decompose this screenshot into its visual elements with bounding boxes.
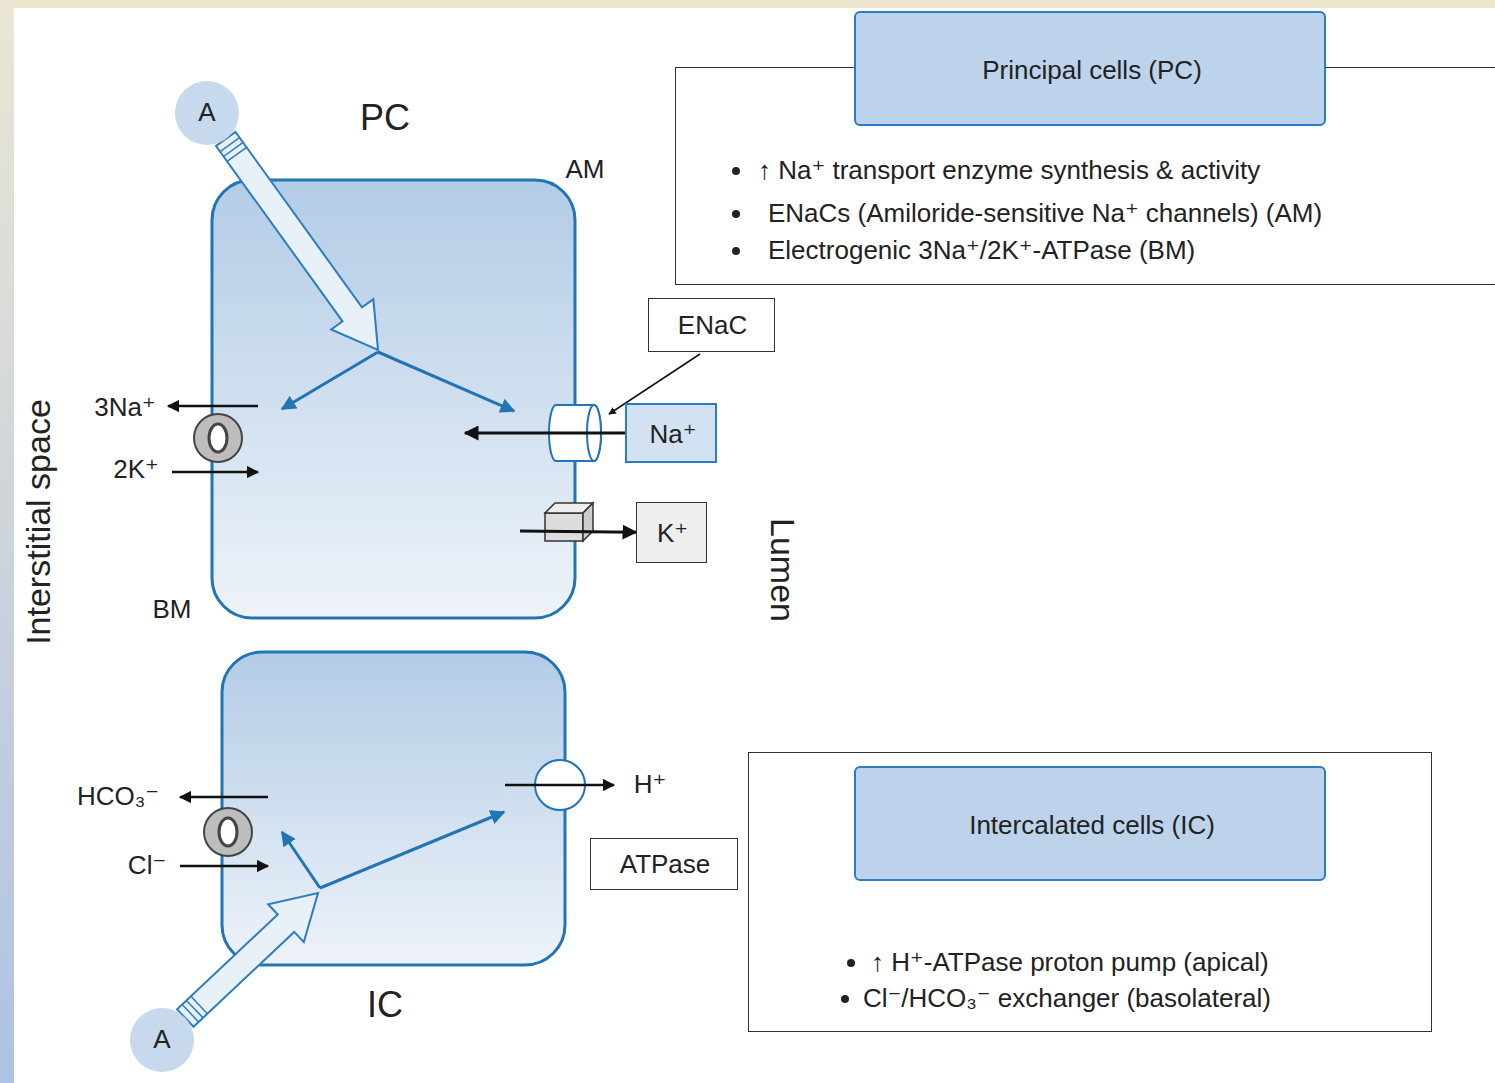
bullet-dot <box>732 167 740 175</box>
ion-label: BM <box>153 594 192 625</box>
ion-flow-arrow <box>180 865 268 868</box>
pump-symbol <box>209 424 227 452</box>
box-label: ENaC <box>678 310 747 341</box>
arrow-tail-stripe <box>191 996 207 1013</box>
bullet-text: Electrogenic 3Na⁺/2K⁺-ATPase (BM) <box>768 235 1195 266</box>
bullet-dot <box>841 995 849 1003</box>
bullet-text: ↑ H⁺-ATPase proton pump (apical) <box>871 947 1269 978</box>
ion-flow-arrow <box>180 796 268 799</box>
exchanger-symbol <box>204 808 252 856</box>
hollow-arrow <box>216 132 378 350</box>
hormone-action-arrow <box>216 132 378 350</box>
channel-symbol <box>545 513 583 541</box>
arrow-tail-stripe <box>187 1000 203 1017</box>
box-label: IC <box>367 983 403 1026</box>
hormone-action-arrow <box>177 893 318 1027</box>
principal-cell: PC <box>212 180 575 618</box>
signal-arrow <box>378 352 514 411</box>
box-label: A <box>198 97 215 128</box>
ion-label: H⁺ <box>634 769 667 800</box>
ion-flow-arrow <box>465 433 625 434</box>
bullet-dot <box>732 247 740 255</box>
ion-flow-arrow <box>505 784 614 787</box>
side-strip <box>0 0 14 1083</box>
hollow-arrow <box>177 893 318 1027</box>
panel-heading: Intercalated cells (IC) <box>854 766 1326 881</box>
box-label: K⁺ <box>657 518 688 549</box>
ion-label: Cl⁻ <box>128 850 166 881</box>
box-label: Na⁺ <box>650 419 697 450</box>
ion-label: HCO₃⁻ <box>77 781 159 812</box>
box-label: A <box>153 1024 170 1055</box>
arrow-tail-stripe <box>224 142 243 156</box>
ion-label: 3Na⁺ <box>94 392 155 423</box>
pump-symbol <box>194 414 242 462</box>
ion-flow-arrow <box>172 471 258 474</box>
signal-arrow <box>282 352 378 409</box>
region-label: Lumen <box>763 518 804 622</box>
bullet-text: Cl⁻/HCO₃⁻ exchanger (basolateral) <box>863 983 1271 1014</box>
cell-outline <box>212 180 575 618</box>
ion-flow-arrow <box>520 531 636 532</box>
ion-label: 2K⁺ <box>113 454 159 485</box>
box-label: PC <box>360 96 410 139</box>
ion-box: K⁺ <box>636 502 707 563</box>
ion-box: Na⁺ <box>625 403 717 463</box>
intercalated-cell: IC <box>222 652 565 965</box>
arrow-line <box>465 432 625 435</box>
bullet-text: ENaCs (Amiloride-sensitive Na⁺ channels)… <box>768 198 1322 229</box>
box-label: Intercalated cells (IC) <box>969 810 1215 841</box>
channel-label-box: ENaC <box>648 298 775 352</box>
exchanger-symbol <box>219 818 237 846</box>
bullet-dot <box>847 959 855 967</box>
region-label: Interstitial space <box>18 399 59 645</box>
panel-heading: Principal cells (PC) <box>854 11 1326 126</box>
channel-symbol <box>583 503 593 541</box>
ion-label: AM <box>566 154 605 185</box>
bullet-dot <box>732 210 740 218</box>
ion-flow-arrow <box>168 405 258 408</box>
box-label: ATPase <box>620 849 711 880</box>
pump-label-box: ATPase <box>590 838 738 890</box>
hormone-circle: A <box>175 81 239 145</box>
box-label: Principal cells (PC) <box>982 55 1202 86</box>
signal-arrow <box>320 812 504 888</box>
signal-arrow <box>282 832 320 888</box>
bullet-text: ↑ Na⁺ transport enzyme synthesis & activ… <box>758 155 1260 186</box>
hormone-circle: A <box>130 1008 194 1072</box>
arrow-tail-stripe <box>227 147 246 161</box>
top-strip <box>0 0 1495 8</box>
info-panel: Principal cells (PC)↑ Na⁺ transport enzy… <box>675 67 1495 285</box>
info-panel: Intercalated cells (IC) ↑ H⁺-ATPase proto… <box>748 752 1432 1032</box>
arrow-line <box>520 531 636 532</box>
